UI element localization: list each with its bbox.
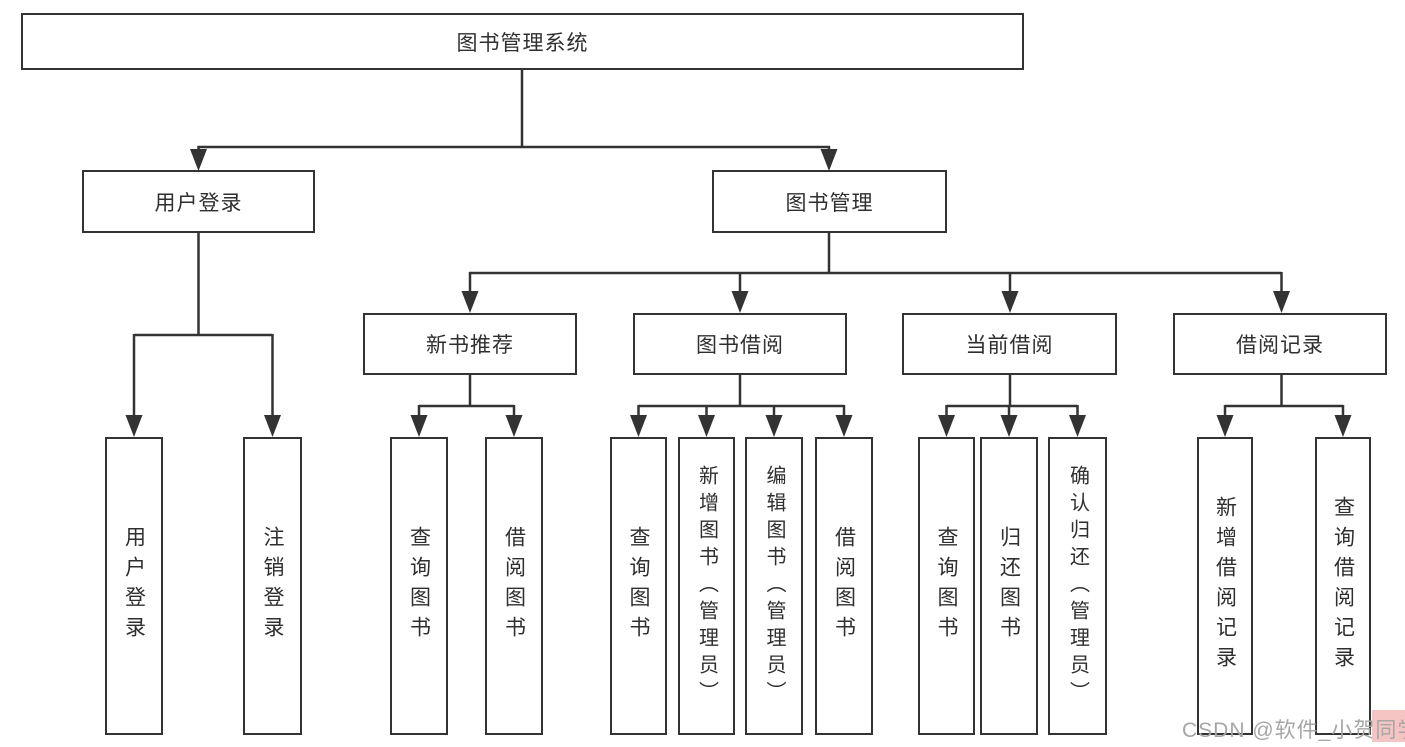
watermark: CSDN @软件_小贺同学 xyxy=(1182,719,1405,742)
leaf-current-query-book-label: 查询图书 xyxy=(935,526,958,646)
node-book-management: 图书管理 xyxy=(712,170,947,233)
leaf-newbook-query-book: 查询图书 xyxy=(390,437,448,735)
leaf-borrow-add-book-admin-label: 新增图书（管理员） xyxy=(695,464,718,708)
connector-bookmgmt-to-level3 xyxy=(461,233,1290,313)
leaf-newbook-borrow-book-label: 借阅图书 xyxy=(502,526,526,646)
leaf-newbook-borrow-book: 借阅图书 xyxy=(485,437,543,735)
node-book-borrow: 图书借阅 xyxy=(633,313,847,375)
connector-newbook-to-leaves xyxy=(410,375,523,437)
leaf-current-confirm-return-admin-label: 确认归还（管理员） xyxy=(1066,464,1089,708)
node-current-borrow: 当前借阅 xyxy=(902,313,1117,375)
leaf-records-add-record: 新增借阅记录 xyxy=(1197,437,1253,735)
leaf-user-login: 用户登录 xyxy=(105,437,163,735)
leaf-current-return-book-label: 归还图书 xyxy=(997,526,1021,646)
leaf-user-login-label: 用户登录 xyxy=(122,526,146,646)
leaf-current-confirm-return-admin: 确认归还（管理员） xyxy=(1048,437,1107,735)
connector-records-to-leaves xyxy=(1216,375,1352,437)
leaf-current-query-book: 查询图书 xyxy=(918,437,975,735)
leaf-logout: 注销登录 xyxy=(243,437,302,735)
leaf-borrow-query-book-label: 查询图书 xyxy=(627,526,650,646)
leaf-records-add-record-label: 新增借阅记录 xyxy=(1213,496,1237,676)
node-borrow-records: 借阅记录 xyxy=(1173,313,1387,375)
leaf-current-return-book: 归还图书 xyxy=(980,437,1038,735)
watermark-highlight xyxy=(1372,710,1405,742)
node-root: 图书管理系统 xyxy=(21,13,1024,70)
connector-bookborrow-to-leaves xyxy=(630,375,853,437)
node-user-login: 用户登录 xyxy=(82,170,315,233)
leaf-borrow-edit-book-admin-label: 编辑图书（管理员） xyxy=(763,464,785,708)
leaf-borrow-add-book-admin: 新增图书（管理员） xyxy=(678,437,735,735)
leaf-borrow-query-book: 查询图书 xyxy=(610,437,667,735)
node-new-book-recommend: 新书推荐 xyxy=(363,313,577,375)
leaf-borrow-borrow-book: 借阅图书 xyxy=(815,437,873,735)
connector-currentborrow-to-leaves xyxy=(938,375,1086,437)
leaf-records-query-record: 查询借阅记录 xyxy=(1315,437,1371,735)
leaf-borrow-edit-book-admin: 编辑图书（管理员） xyxy=(745,437,803,735)
connector-root-to-level2 xyxy=(190,69,838,171)
connector-userlogin-to-leaves xyxy=(125,233,281,437)
leaf-newbook-query-book-label: 查询图书 xyxy=(407,526,431,646)
leaf-logout-label: 注销登录 xyxy=(261,526,284,646)
leaf-records-query-record-label: 查询借阅记录 xyxy=(1331,496,1355,676)
leaf-borrow-borrow-book-label: 借阅图书 xyxy=(832,526,856,646)
